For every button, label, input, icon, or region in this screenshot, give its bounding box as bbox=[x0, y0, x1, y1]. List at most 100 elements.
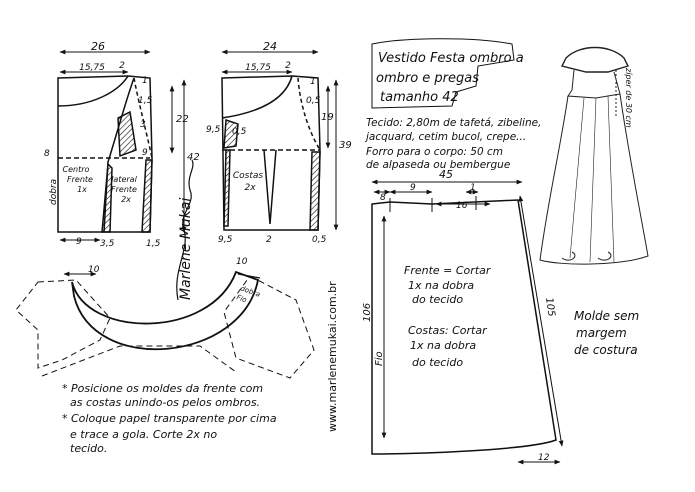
title-box bbox=[371, 38, 515, 109]
instructions-notes: * Posicione os moldes da frente com as c… bbox=[62, 382, 277, 455]
back-shoulder: 15,75 bbox=[245, 63, 271, 73]
front-piece2-line2: Frente bbox=[111, 185, 137, 194]
collar-right-mark: 10 bbox=[236, 257, 248, 267]
skirt-grain-label: Fio bbox=[374, 351, 385, 366]
sketch-foot-1 bbox=[561, 251, 576, 261]
front-dart-hatch bbox=[117, 110, 137, 158]
back-piece-line1: Costas bbox=[233, 171, 264, 181]
front-bottom-mid: 3,5 bbox=[100, 239, 115, 249]
front-piece2-line3: 2x bbox=[121, 195, 131, 204]
skirt-back-line1: Costas: Cortar bbox=[408, 324, 488, 337]
front-length-b: 42 bbox=[187, 152, 200, 163]
front-side-hatch bbox=[101, 162, 113, 233]
fabric-line-3: Forro para o corpo: 50 cm bbox=[366, 146, 503, 158]
front-left-mark: 8 bbox=[44, 149, 50, 159]
skirt-bottom-mark: 12 bbox=[538, 453, 550, 463]
sketch-fold-1 bbox=[569, 97, 585, 259]
no-seam-line3: de costura bbox=[574, 343, 638, 357]
front-neck-step: 2 bbox=[119, 61, 125, 71]
front-top-width: 26 bbox=[91, 40, 105, 53]
back-bodice-pattern bbox=[221, 49, 339, 231]
collar-shape bbox=[71, 270, 260, 351]
note-line-5: tecido. bbox=[70, 442, 107, 455]
note-line-1: * Posicione os moldes da frente com bbox=[62, 382, 263, 395]
front-mark-2: 1,5 bbox=[138, 96, 153, 106]
no-seam-line2: margem bbox=[576, 326, 627, 340]
note-line-2: as costas unindo-os pelos ombros. bbox=[70, 396, 260, 409]
back-left-mark-1: 9,5 bbox=[206, 125, 221, 135]
front-bodice-pattern bbox=[57, 49, 187, 243]
fabric-line-1: Tecido: 2,80m de tafetá, zibeline, bbox=[366, 117, 541, 129]
collar-guide-left bbox=[15, 279, 111, 369]
signature-text: Marlene Mukai bbox=[178, 198, 194, 300]
skirt-pattern bbox=[371, 179, 564, 465]
front-bottom-right: 1,5 bbox=[146, 239, 161, 249]
skirt-mark-16: 16 bbox=[456, 201, 468, 211]
front-bottom-left: 9 bbox=[76, 237, 82, 247]
back-left-mark-2: 0,5 bbox=[232, 127, 247, 137]
front-piece1-line1: Centro bbox=[63, 165, 90, 174]
skirt-top-width: 45 bbox=[439, 168, 453, 181]
skirt-right-arrow bbox=[518, 195, 564, 447]
fabric-line-4: de alpaseda ou bembergue bbox=[366, 159, 510, 171]
signature: Marlene Mukai bbox=[176, 159, 194, 301]
skirt-outline bbox=[371, 199, 557, 455]
back-length-a: 19 bbox=[321, 112, 334, 123]
skirt-mark-9: 9 bbox=[410, 183, 416, 193]
title-block: Vestido Festa ombro a ombro e pregas tam… bbox=[371, 38, 524, 109]
front-bodice-labels: 26 15,75 2 1 1,5 3 9 8 22 42 9 3,5 1,5 d… bbox=[44, 40, 200, 249]
collar-top-mark: 10 bbox=[88, 265, 100, 275]
back-right-hatch bbox=[309, 151, 321, 231]
back-neckline bbox=[221, 75, 293, 119]
collar-pattern bbox=[15, 270, 315, 379]
sketch-skirt bbox=[539, 93, 649, 265]
sketch-fold-2 bbox=[589, 97, 597, 263]
back-left-hatch bbox=[223, 118, 239, 149]
back-bottom-left: 9,5 bbox=[218, 235, 233, 245]
dress-sketch bbox=[539, 46, 649, 265]
back-piece-line2: 2x bbox=[244, 183, 256, 193]
front-shoulder: 15,75 bbox=[79, 63, 105, 73]
front-piece1-line3: 1x bbox=[77, 185, 87, 194]
skirt-back-line2: 1x na dobra bbox=[410, 339, 476, 352]
back-right-mark-2: 0,5 bbox=[306, 96, 321, 106]
back-top-width: 24 bbox=[263, 40, 277, 53]
title-line-1: Vestido Festa ombro a bbox=[378, 51, 524, 66]
sketch-bodice bbox=[567, 69, 621, 99]
sketch-collar bbox=[560, 46, 629, 73]
back-armhole bbox=[297, 77, 321, 151]
back-bottom-right: 0,5 bbox=[312, 235, 327, 245]
skirt-length-right: 105 bbox=[543, 297, 557, 317]
collar-end bbox=[237, 273, 261, 279]
skirt-back-line3: do tecido bbox=[412, 356, 463, 369]
front-fold-label: dobra bbox=[49, 179, 59, 205]
front-neckline bbox=[57, 75, 129, 107]
title-line-3: tamanho 42 bbox=[380, 90, 459, 105]
front-mark-4: 9 bbox=[142, 148, 148, 158]
note-line-3: * Coloque papel transparente por cima bbox=[62, 412, 277, 425]
front-armhole bbox=[133, 77, 153, 159]
fabric-line-2: jacquard, cetim bucol, crepe... bbox=[364, 131, 526, 143]
front-right-hatch bbox=[141, 159, 153, 233]
collar-guide-right bbox=[223, 275, 315, 379]
back-bodice-labels: 24 15,75 2 1 0,5 9,5 0,5 19 39 9,5 2 0,5… bbox=[206, 40, 352, 245]
website-url: www.marlenemukai.com.br bbox=[326, 281, 339, 432]
skirt-length-left: 106 bbox=[362, 303, 373, 322]
sketch-foot-2 bbox=[597, 251, 612, 261]
front-mark-3: 3 bbox=[140, 120, 146, 130]
collar-fold-line2: Fio bbox=[235, 293, 247, 304]
collar-guide-bottom bbox=[41, 345, 237, 377]
skirt-labels: 45 8 9 16 1 106 105 Fio 12 Frente = Cort… bbox=[362, 168, 557, 463]
note-line-4: e trace a gola. Corte 2x no bbox=[70, 428, 217, 441]
back-neck-step: 2 bbox=[285, 61, 291, 71]
skirt-front-line1: Frente = Cortar bbox=[404, 264, 492, 277]
back-right-mark-1: 1 bbox=[310, 77, 316, 87]
fabric-block: Tecido: 2,80m de tafetá, zibeline, jacqu… bbox=[364, 117, 541, 171]
title-line-2: ombro e pregas bbox=[376, 71, 479, 86]
front-piece1-line2: Frente bbox=[67, 175, 93, 184]
skirt-mark-left: 8 bbox=[380, 193, 386, 203]
back-bottom-mid: 2 bbox=[266, 235, 272, 245]
skirt-front-line2: 1x na dobra bbox=[408, 279, 474, 292]
back-length-b: 39 bbox=[339, 140, 352, 151]
sketch-zipper-note: zíper de 30 cm bbox=[624, 67, 633, 128]
